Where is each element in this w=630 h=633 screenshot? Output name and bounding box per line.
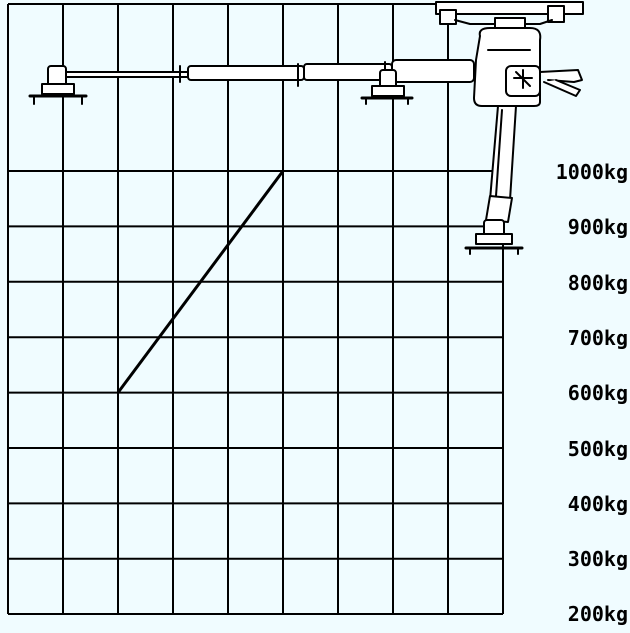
- pad-legs-bottom: [469, 247, 519, 255]
- jib-arm-segment-2: [187, 65, 305, 81]
- kg-label-700: 700kg: [568, 326, 628, 350]
- kg-label-500: 500kg: [568, 437, 628, 461]
- kg-label-400: 400kg: [568, 492, 628, 516]
- kg-label-600: 600kg: [568, 381, 628, 405]
- kg-label-300: 300kg: [568, 547, 628, 571]
- jib-arm-segment-3: [303, 63, 393, 81]
- mast-lower: [485, 195, 513, 223]
- kg-label-1000: 1000kg: [556, 160, 628, 184]
- control-cross: [513, 69, 533, 89]
- capacity-line-0: [116, 170, 285, 394]
- jib-arm-segment-4: [391, 59, 475, 83]
- side-handle-lower: [543, 79, 581, 97]
- rail-trolley-right: [547, 5, 565, 23]
- crane-illustration: [28, 1, 584, 255]
- kg-label-200: 200kg: [568, 602, 628, 626]
- kg-label-900: 900kg: [568, 215, 628, 239]
- mast-rod: [495, 109, 503, 197]
- kg-axis-labels: 1000kg 900kg 800kg 700kg 600kg 500kg 400…: [556, 160, 628, 626]
- side-handle: [539, 69, 583, 83]
- chart-grid: [7, 3, 504, 615]
- pad-legs-left: [33, 95, 83, 105]
- jib-arm-segment-1: [59, 71, 189, 78]
- suction-plate-mid: [371, 85, 405, 97]
- suction-plate-bottom: [475, 233, 513, 245]
- rail-trolley-left: [439, 9, 457, 25]
- slew-mount: [494, 17, 526, 29]
- capacity-line-group: [116, 170, 285, 394]
- pad-legs-mid: [365, 97, 409, 105]
- kg-label-800: 800kg: [568, 271, 628, 295]
- suction-plate-left: [41, 83, 75, 95]
- ceiling-rail: [435, 1, 584, 15]
- mast-upper: [489, 105, 517, 201]
